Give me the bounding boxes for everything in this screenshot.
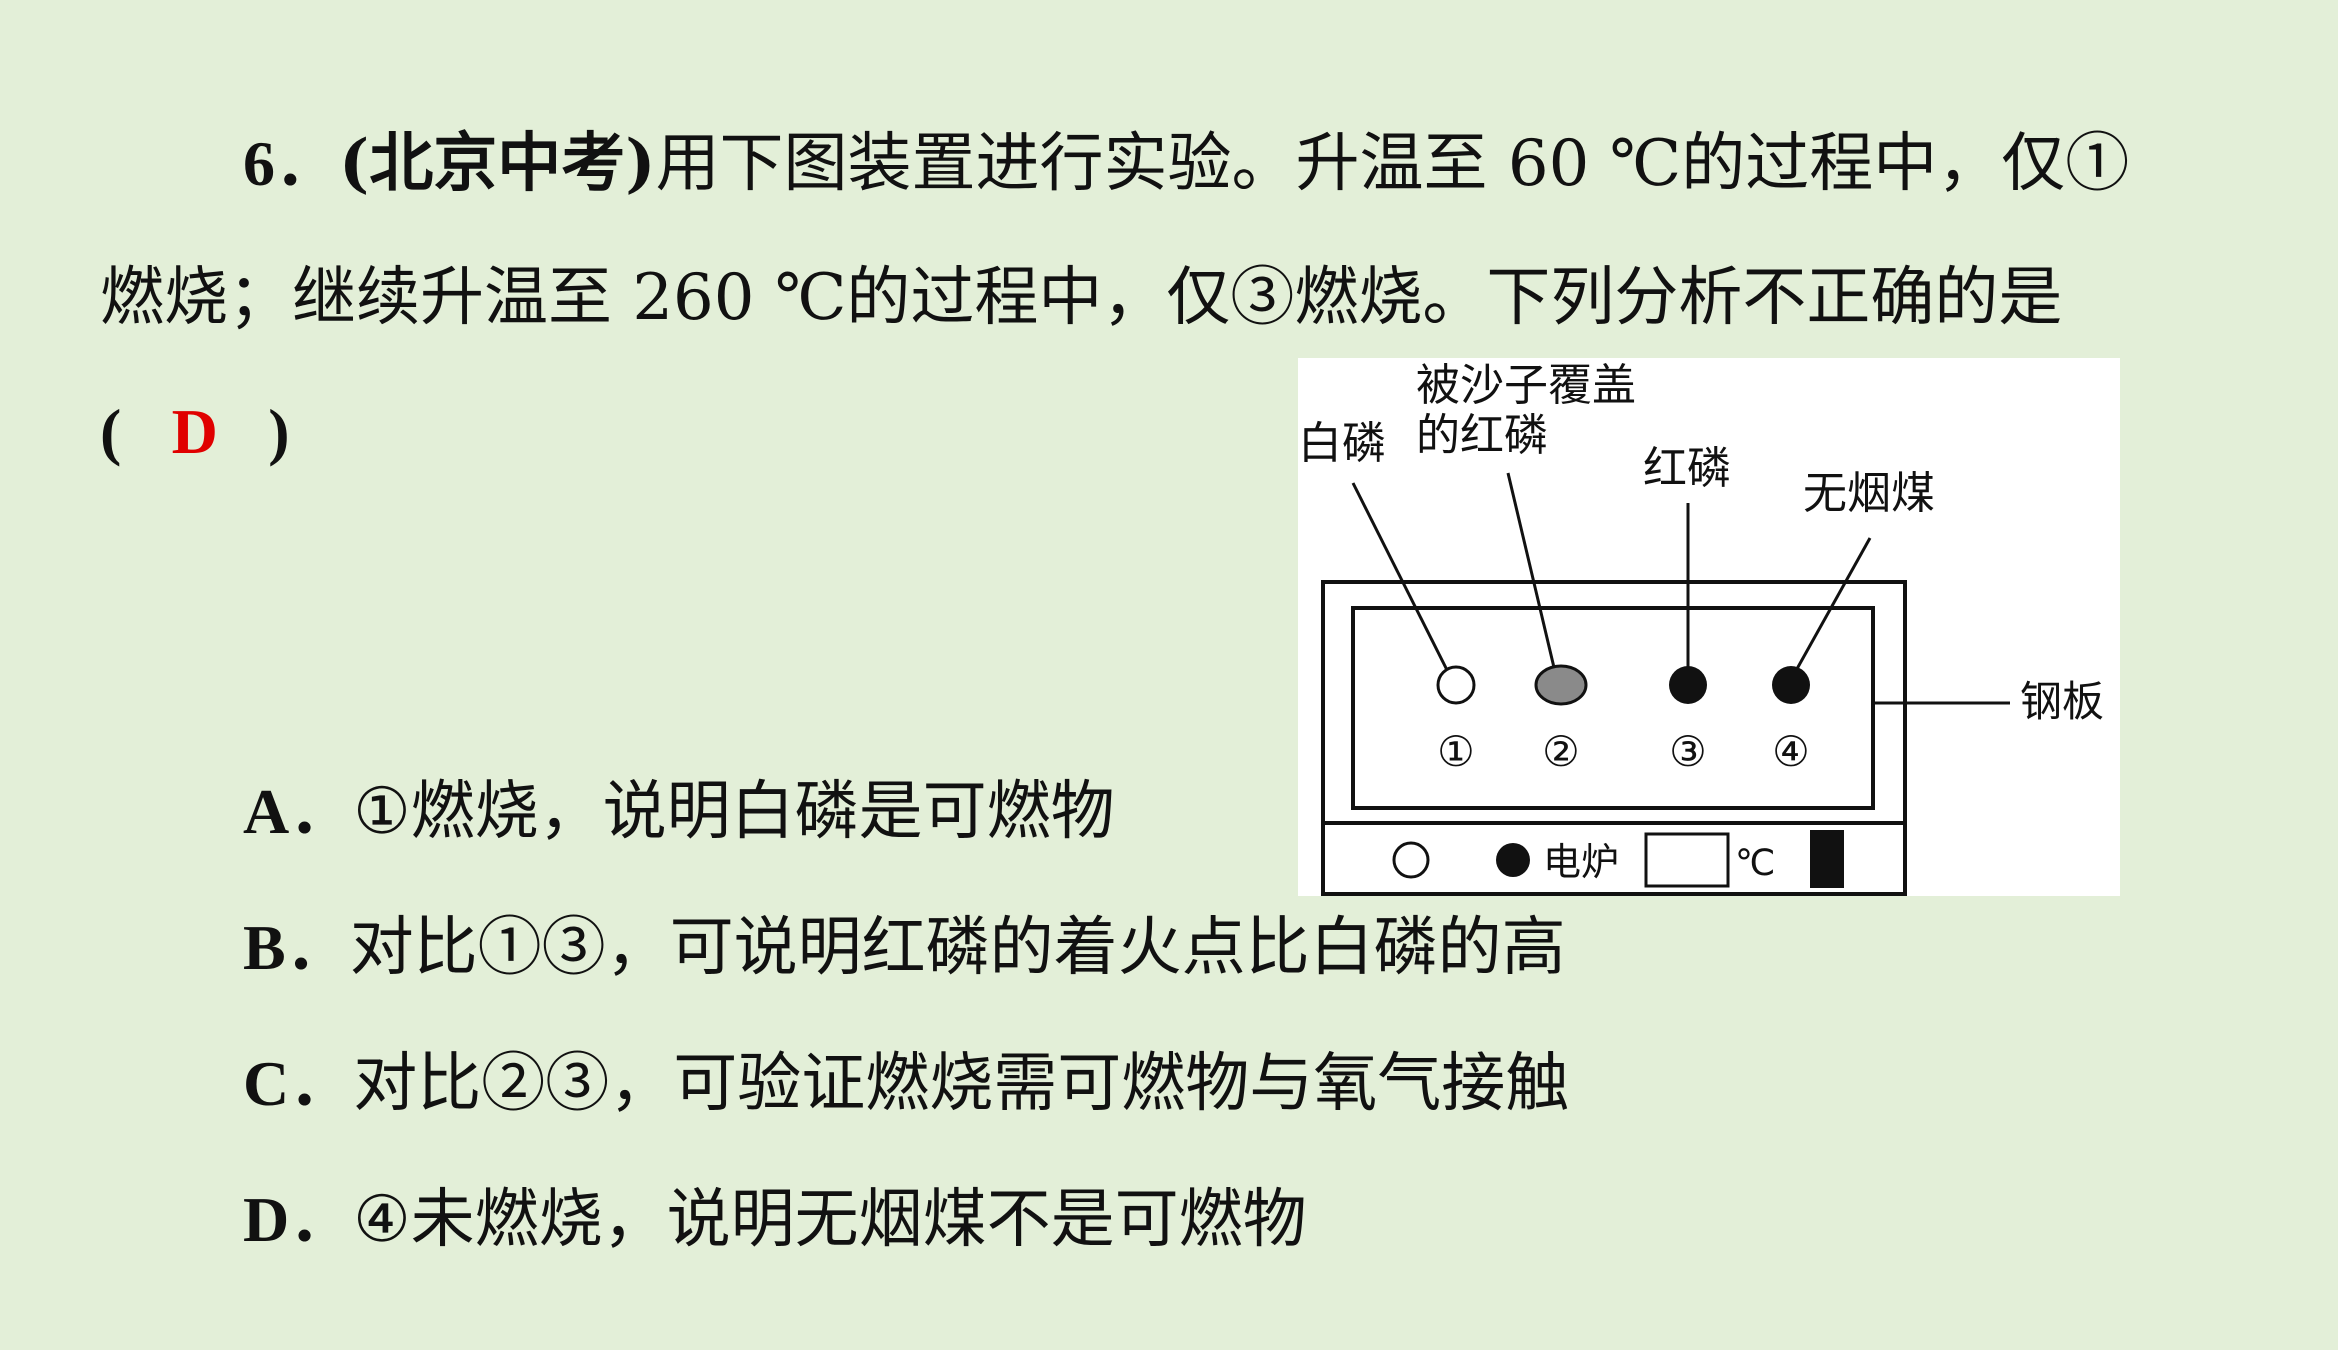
question-line-2: 燃烧；继续升温至 260 ℃的过程中，仅③燃烧。下列分析不正确的是 bbox=[100, 258, 2062, 338]
question-number: 6． bbox=[243, 128, 339, 199]
sample-anthracite bbox=[1772, 666, 1810, 704]
question-text-1: 用下图装置进行实验。升温至 60 ℃的过程中，仅① bbox=[655, 127, 2130, 201]
answer-line: ( D ) bbox=[100, 392, 290, 472]
option-a-text: ①燃烧，说明白磷是可燃物 bbox=[353, 775, 1115, 849]
sample-sand-covered-red-phosphorus bbox=[1534, 664, 1588, 706]
option-a: A．①燃烧，说明白磷是可燃物 bbox=[243, 772, 1115, 852]
option-b-text: 对比①③，可说明红磷的着火点比白磷的高 bbox=[349, 911, 1566, 985]
label-sand-line2: 的红磷 bbox=[1416, 410, 1548, 461]
leader-sand-red-phosphorus bbox=[1506, 472, 1558, 677]
label-steel-plate: 钢板 bbox=[2020, 677, 2104, 726]
sample-number-4: ④ bbox=[1772, 727, 1810, 776]
answer-open: ( bbox=[100, 396, 122, 467]
sample-number-1: ① bbox=[1437, 727, 1475, 776]
furnace-outer-box bbox=[1321, 580, 1907, 896]
steel-plate bbox=[1351, 606, 1875, 810]
answer-letter: D bbox=[171, 396, 218, 467]
label-celsius: ℃ bbox=[1735, 843, 1775, 884]
option-d-letter: D． bbox=[243, 1184, 354, 1255]
option-b-letter: B． bbox=[243, 912, 350, 983]
question-line-1: 6．(北京中考)用下图装置进行实验。升温至 60 ℃的过程中，仅① bbox=[243, 124, 2129, 204]
label-red-phosphorus: 红磷 bbox=[1643, 443, 1731, 494]
sample-number-3: ③ bbox=[1669, 727, 1707, 776]
option-b: B．对比①③，可说明红磷的着火点比白磷的高 bbox=[243, 908, 1566, 988]
experiment-diagram: 被沙子覆盖 的红磷 白磷 红磷 无烟煤 ① ② ③ ④ 钢板 电炉 ℃ bbox=[1298, 360, 2104, 896]
answer-close: ) bbox=[268, 396, 290, 467]
furnace-knob-filled bbox=[1496, 843, 1530, 877]
label-sand-line1: 被沙子覆盖 bbox=[1416, 360, 1636, 411]
option-c: C．对比②③，可验证燃烧需可燃物与氧气接触 bbox=[243, 1044, 1569, 1124]
option-c-letter: C． bbox=[243, 1048, 354, 1119]
sample-number-2: ② bbox=[1542, 727, 1580, 776]
temperature-display bbox=[1644, 832, 1730, 888]
furnace-knob-empty bbox=[1392, 841, 1430, 879]
experiment-figure: 被沙子覆盖 的红磷 白磷 红磷 无烟煤 ① ② ③ ④ 钢板 电炉 ℃ bbox=[1298, 358, 2120, 896]
sample-white-phosphorus bbox=[1436, 665, 1476, 705]
label-electric-furnace: 电炉 bbox=[1543, 840, 1619, 884]
label-white-phosphorus: 白磷 bbox=[1298, 418, 1386, 469]
question-text-2: 燃烧；继续升温至 260 ℃的过程中，仅③燃烧。下列分析不正确的是 bbox=[100, 261, 2063, 335]
option-c-text: 对比②③，可验证燃烧需可燃物与氧气接触 bbox=[353, 1047, 1570, 1121]
sample-red-phosphorus bbox=[1669, 666, 1707, 704]
option-d-text: ④未燃烧，说明无烟煤不是可燃物 bbox=[353, 1183, 1307, 1257]
label-anthracite: 无烟煤 bbox=[1803, 468, 1935, 519]
question-source: (北京中考) bbox=[339, 126, 656, 201]
option-a-letter: A． bbox=[243, 776, 354, 847]
furnace-switch bbox=[1810, 830, 1844, 888]
leader-white-phosphorus bbox=[1351, 482, 1452, 677]
leader-anthracite bbox=[1791, 537, 1872, 677]
option-d: D．④未燃烧，说明无烟煤不是可燃物 bbox=[243, 1180, 1307, 1260]
